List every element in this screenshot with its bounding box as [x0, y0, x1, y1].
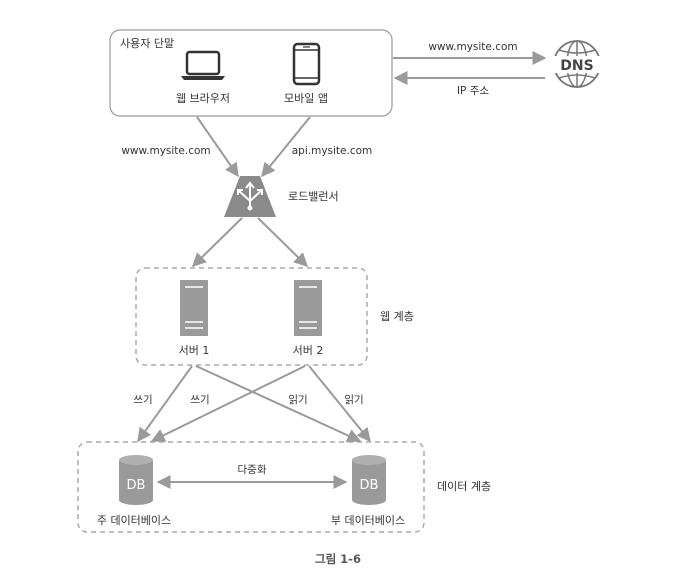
laptop-icon [181, 50, 225, 80]
write-label-2: 쓰기 [190, 394, 209, 406]
dns-label: DNS [560, 58, 593, 74]
client-box [109, 29, 393, 117]
globe-dns-icon: DNS [551, 40, 603, 88]
load-balancer-icon [224, 176, 276, 217]
server-2-label: 서버 2 [293, 344, 324, 357]
master-db-label: 주 데이터베이스 [97, 514, 171, 527]
lb-to-server1-arrow [191, 217, 243, 267]
data-tier-group: 데이터 계층 DB 주 데이터베이스 DB 부 데이터베이스 다중화 [77, 441, 491, 533]
replication-label: 다중화 [238, 464, 267, 476]
web-tier-label: 웹 계층 [380, 310, 414, 323]
mobile-label: 모바일 앱 [284, 91, 328, 105]
master-db-icon-text: DB [127, 478, 146, 493]
write-label-1: 쓰기 [133, 394, 152, 406]
database-icon: DB [119, 455, 153, 505]
client-group: 사용자 단말 웹 브라우저 모바일 앱 [109, 29, 393, 117]
database-icon: DB [352, 455, 386, 505]
server1-read-arrow [195, 365, 362, 443]
server-icon [294, 280, 322, 336]
dns-response-label: IP 주소 [457, 85, 489, 97]
dns-request-label: www.mysite.com [428, 41, 517, 53]
web-domain-label: www.mysite.com [121, 145, 210, 157]
server2-read-arrow [308, 365, 371, 443]
web-tier-box [135, 267, 368, 366]
server-1-label: 서버 1 [179, 344, 210, 357]
data-tier-label: 데이터 계층 [437, 480, 491, 493]
figure-caption: 그림 1-6 [315, 552, 361, 566]
slave-db-label: 부 데이터베이스 [331, 514, 405, 527]
client-title: 사용자 단말 [120, 37, 174, 50]
mobile-phone-icon [292, 42, 321, 86]
read-label-2: 읽기 [344, 393, 363, 406]
server2-write-arrow [150, 365, 306, 442]
load-balancer-label: 로드밸런서 [288, 190, 339, 203]
data-tier-box [77, 441, 425, 533]
server-icon [180, 280, 208, 336]
api-traffic-arrow [261, 116, 311, 178]
web-tier-group: 웹 계층 서버 1 서버 2 [135, 267, 414, 366]
dns-group: www.mysite.com IP 주소 DNS [393, 40, 603, 97]
api-domain-label: api.mysite.com [292, 145, 373, 157]
lb-to-server2-arrow [257, 217, 309, 267]
web-traffic-arrow [196, 116, 239, 178]
read-label-1: 읽기 [288, 393, 307, 406]
slave-db-icon-text: DB [360, 478, 379, 493]
browser-label: 웹 브라우저 [176, 92, 230, 105]
server1-write-arrow [137, 365, 193, 443]
